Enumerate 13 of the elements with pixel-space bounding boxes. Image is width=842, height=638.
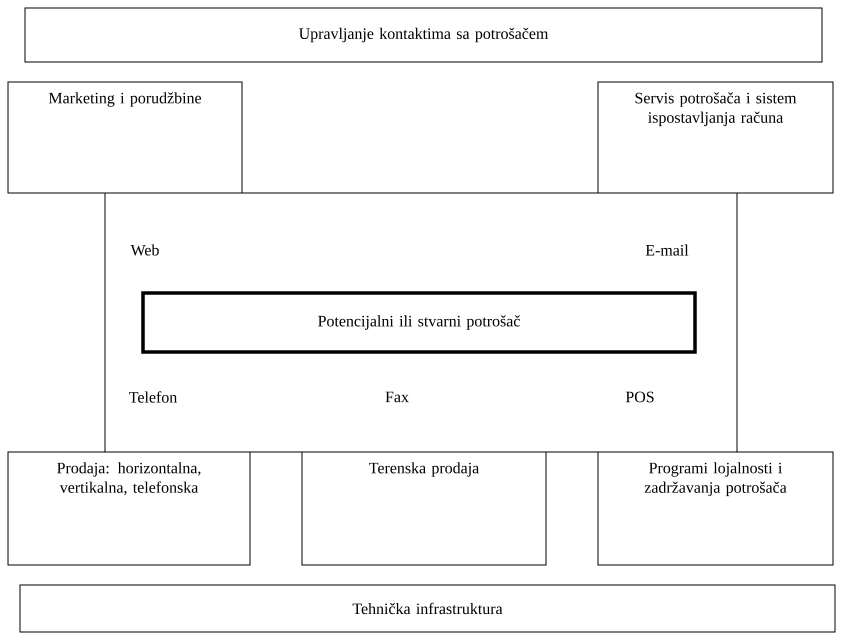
process-box: Servis potrošača i sistem ispostavljanja računa bbox=[598, 82, 834, 194]
process-box: Marketing i porudžbine bbox=[8, 82, 242, 194]
process-box: Programi lojalnosti i zadržavanja potrošača bbox=[598, 452, 834, 566]
process-box: Prodaja: horizontalna, vertikalna, telefonska bbox=[8, 452, 250, 566]
customer-box: Potencijalni ili stvarni potrošač bbox=[141, 291, 697, 354]
channel-label: Fax bbox=[386, 392, 409, 402]
process-box: Upravljanje kontaktima sa potrošačem bbox=[24, 8, 822, 62]
process-box: Terenska prodaja bbox=[302, 452, 546, 566]
channel-label: Web bbox=[130, 244, 159, 256]
channel-label: E-mail bbox=[646, 244, 688, 256]
channel-label: Telefon bbox=[129, 391, 178, 403]
process-box: Tehnička infrastruktura bbox=[20, 584, 836, 632]
channel-label: POS bbox=[626, 392, 654, 402]
